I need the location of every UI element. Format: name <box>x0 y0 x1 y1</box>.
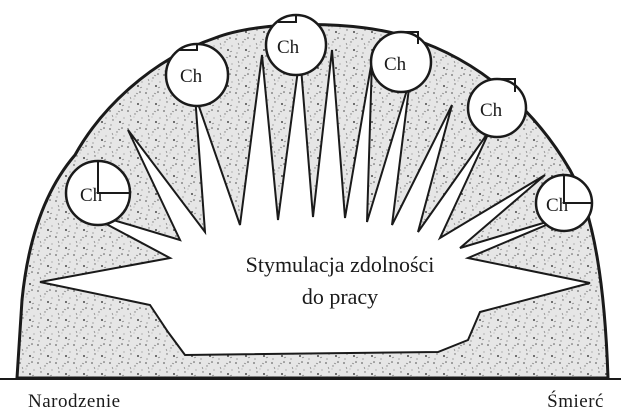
ch-node-label: Ch <box>384 54 407 75</box>
ch-node: Ch <box>536 175 592 231</box>
ch-node-label: Ch <box>180 66 203 87</box>
ch-node: Ch <box>266 15 326 75</box>
ch-node-label: Ch <box>546 195 569 216</box>
ch-node: Ch <box>166 44 228 106</box>
ch-node: Ch <box>66 161 130 225</box>
ch-node-label: Ch <box>277 37 300 58</box>
death-label: Śmierć <box>547 390 604 410</box>
center-label-line2: do pracy <box>302 284 378 309</box>
ch-node: Ch <box>468 79 526 137</box>
birth-label: Narodzenie <box>28 391 121 410</box>
ch-node: Ch <box>371 32 431 92</box>
ch-node-label: Ch <box>80 185 103 206</box>
center-label-line1: Stymulacja zdolności <box>246 252 435 277</box>
ch-node-label: Ch <box>480 100 503 121</box>
